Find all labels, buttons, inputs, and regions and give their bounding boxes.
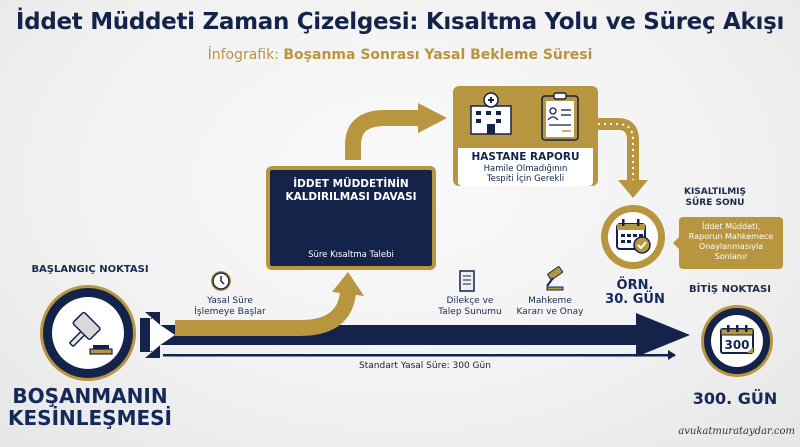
step-label-line2: Kararı ve Onay [516, 307, 584, 317]
step-petition: Dilekçe ve Talep Sunumu [430, 296, 510, 318]
start-title-line1: BOŞANMANIN [12, 384, 168, 408]
step-label-line1: Dilekçe ve [446, 296, 494, 306]
shortened-end-label: KISALTILMIŞ SÜRE SONU [670, 187, 760, 209]
case-title: İDDET MÜDDETİNİN KALDIRILMASI DAVASI [270, 178, 432, 204]
page-subtitle: İnfografik: Boşanma Sonrası Yasal Beklem… [0, 47, 800, 63]
example-day-milestone: ÖRN. 30. GÜN [590, 279, 680, 307]
hospital-desc-line2: Tespiti İçin Gerekli [486, 174, 565, 184]
shortened-label-line1: KISALTILMIŞ [683, 187, 747, 197]
shortened-note-callout: İddet Müddeti, Raporun Mahkemece Onaylan… [673, 217, 783, 269]
case-title-line1: İDDET MÜDDETİNİN [293, 178, 409, 190]
milestone-line2: 30. GÜN [605, 292, 665, 307]
note-line1: İddet Müddeti, [701, 222, 761, 231]
end-label: BİTİŞ NOKTASI [689, 284, 771, 295]
note-line2: Raporun Mahkemece [688, 232, 774, 241]
gavel-icon [546, 266, 564, 291]
end-title: 300. GÜN [692, 389, 778, 408]
clipboard-report-icon [541, 92, 579, 141]
note-line4: Sonlanır [714, 252, 748, 261]
page-title: İddet Müddeti Zaman Çizelgesi: Kısaltma … [15, 9, 785, 35]
dotted-path [598, 118, 648, 198]
clock-icon [211, 271, 231, 291]
calendar-icon: 300 [720, 325, 754, 354]
shortcut-arrowhead-up [332, 272, 364, 296]
hospital-report-desc: Hamile Olmadığının Tespiti İçin Gerekli [458, 164, 593, 184]
hospital-report-title: HASTANE RAPORU [471, 151, 580, 163]
step-legal-period-start: Yasal Süre İşlemeye Başlar [180, 296, 280, 318]
step-label-line1: Yasal Süre [207, 296, 253, 306]
shortcut-path [175, 110, 420, 336]
subtitle-main: Boşanma Sonrası Yasal Bekleme Süresi [283, 47, 593, 63]
hospital-icons [470, 92, 579, 141]
step-court-decision: Mahkeme Kararı ve Onay [510, 296, 590, 318]
hospital-desc-line1: Hamile Olmadığının [483, 164, 568, 174]
step-label-line1: Mahkeme [528, 296, 572, 306]
start-title: BOŞANMANIN KESİNLEŞMESİ [5, 385, 175, 429]
start-title-line2: KESİNLEŞMESİ [8, 406, 172, 430]
case-title-line2: KALDIRILMASI DAVASI [285, 191, 417, 203]
step-label-line2: Talep Sunumu [438, 307, 502, 317]
shortened-label-line2: SÜRE SONU [685, 198, 745, 208]
case-box: İDDET MÜDDETİNİN KALDIRILMASI DAVASI Sür… [266, 166, 436, 270]
start-label: BAŞLANGIÇ NOKTASI [31, 264, 149, 275]
subtitle-prefix: İnfografik: [207, 47, 279, 63]
note-line3: Onaylanmasıyla [698, 242, 764, 251]
hospital-report-text: HASTANE RAPORU Hamile Olmadığının Tespit… [458, 148, 593, 186]
step-label-line2: İşlemeye Başlar [194, 307, 266, 317]
svg-text:300: 300 [724, 338, 749, 352]
milestone-line1: ÖRN. [616, 278, 654, 293]
shortcut-arrowhead-right [418, 103, 447, 133]
hospital-report-box: HASTANE RAPORU Hamile Olmadığının Tespit… [453, 86, 598, 186]
case-subtitle: Süre Kısaltma Talebi [308, 250, 394, 260]
document-icon [459, 270, 475, 292]
standard-duration-line [163, 350, 676, 360]
standard-duration-label: Standart Yasal Süre: 300 Gün [359, 361, 491, 371]
calendar-check-icon [616, 219, 651, 254]
watermark: avukatmurataydar.com [678, 426, 795, 437]
gavel-icon [69, 311, 113, 355]
hospital-icon [470, 92, 512, 135]
